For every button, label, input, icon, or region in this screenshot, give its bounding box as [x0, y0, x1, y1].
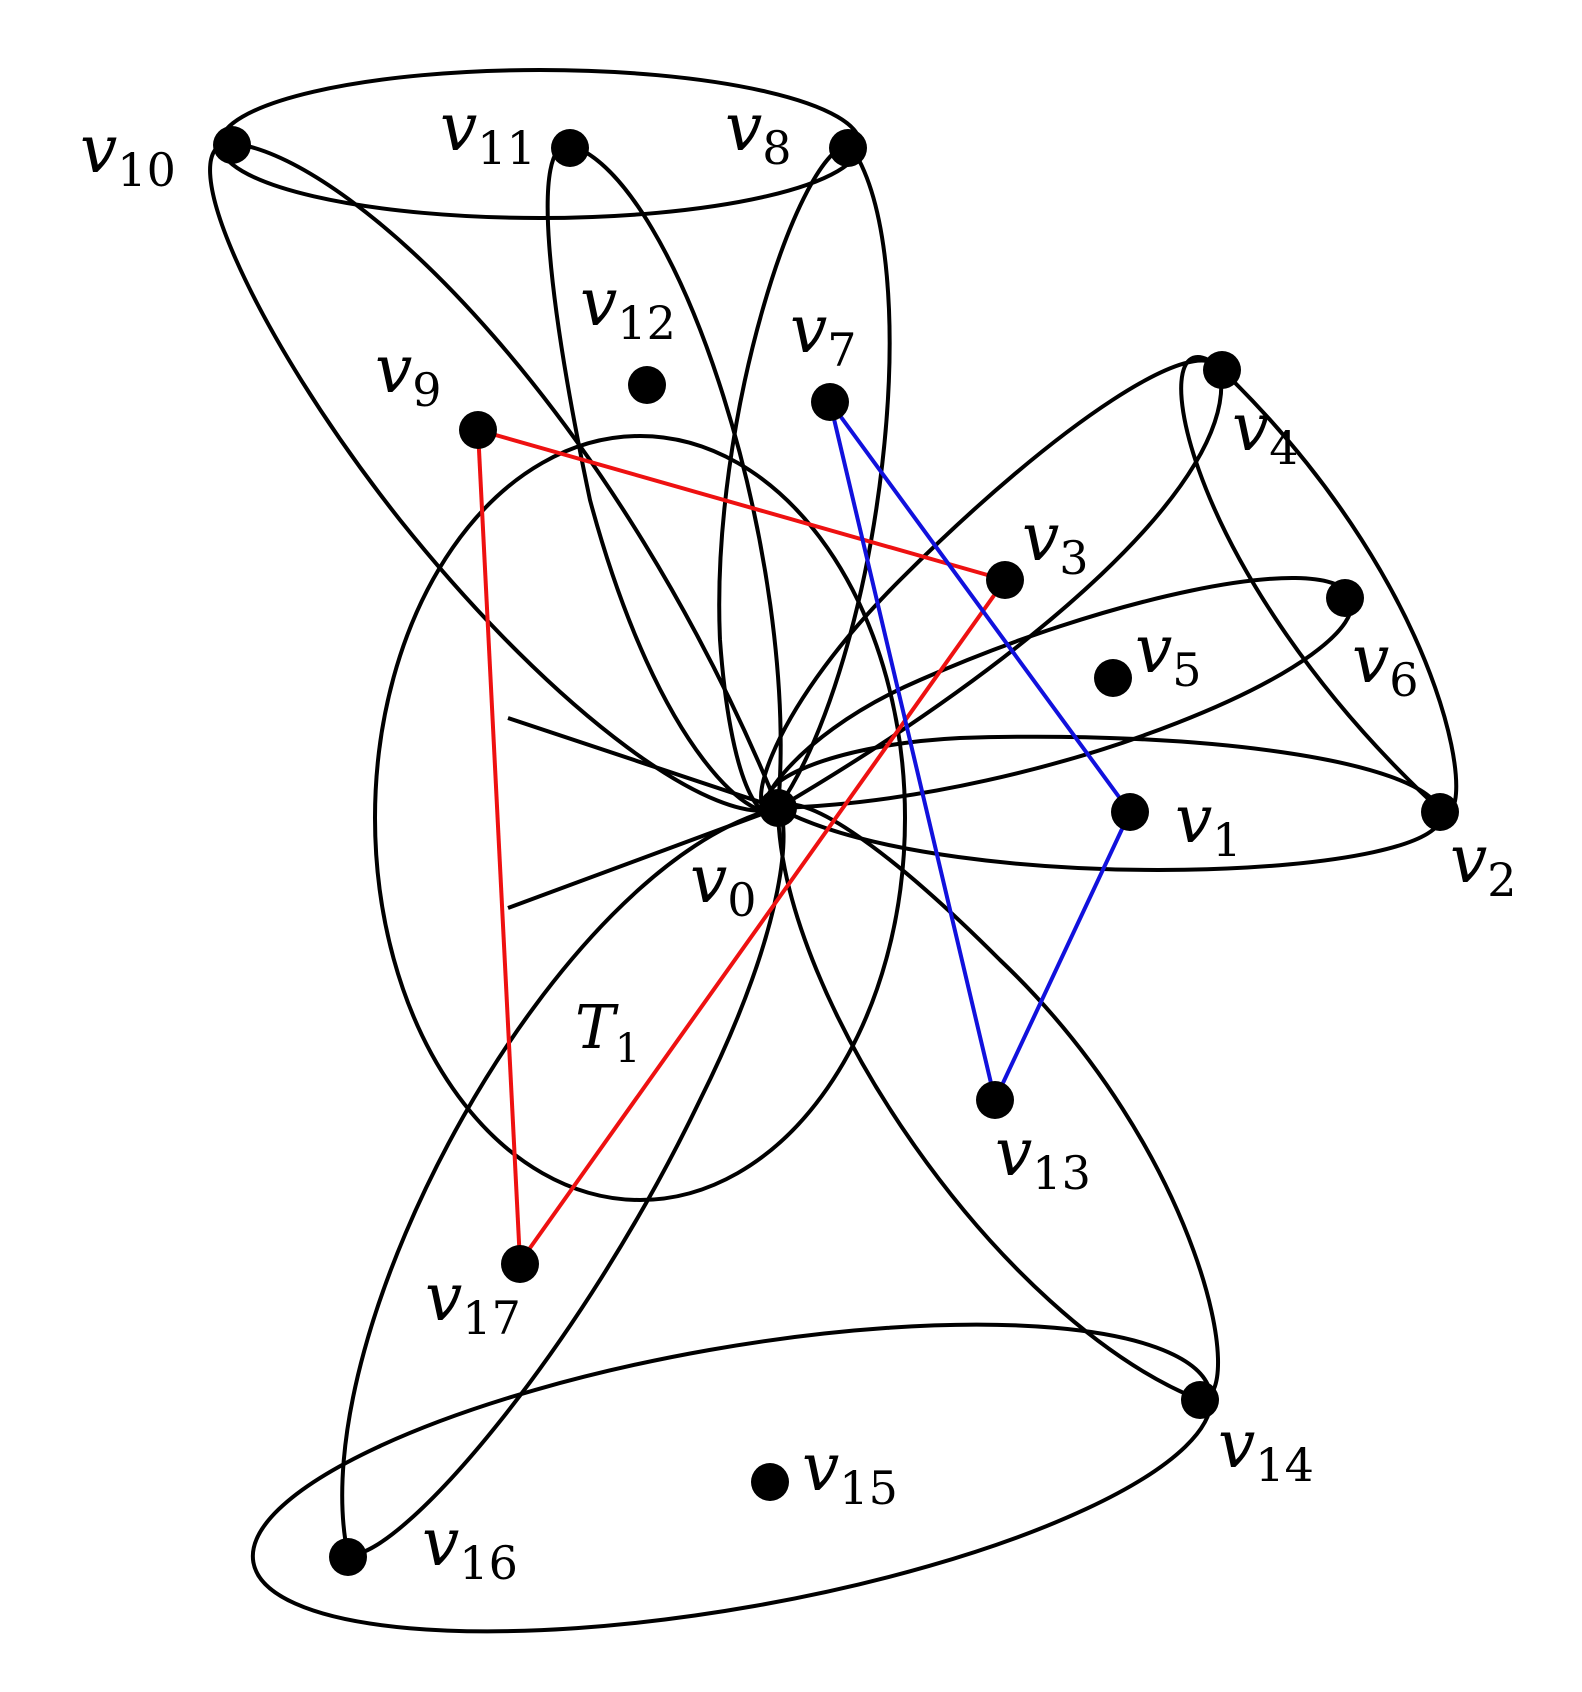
blue-path: [828, 400, 1132, 1101]
vertex-v14: [1181, 1381, 1219, 1419]
labels: v0 v1 v2 v3 v4 v5 v6 v7 v8 v9 v10 v11 v1…: [80, 89, 1517, 1590]
vertex-v2: [1421, 793, 1459, 831]
vertex-v9: [459, 411, 497, 449]
label-v17: v17: [425, 1259, 521, 1345]
blue-edge-v1-v13: [993, 811, 1132, 1101]
vertex-v12: [628, 366, 666, 404]
label-v12: v12: [580, 264, 676, 350]
label-v1: v1: [1175, 781, 1242, 867]
red-edge-v17-v9: [476, 429, 522, 1263]
vertex-v5: [1094, 659, 1132, 697]
label-v0: v0: [690, 841, 757, 927]
label-v5: v5: [1135, 611, 1202, 697]
vertex-v10: [213, 126, 251, 164]
label-v6: v6: [1352, 621, 1419, 707]
label-v13: v13: [995, 1114, 1091, 1200]
vertex-v17: [501, 1245, 539, 1283]
label-t1: T1: [575, 993, 640, 1072]
hyperedge-v0-v16: [340, 805, 786, 1558]
vertex-v0: [759, 789, 797, 827]
label-v3: v3: [1022, 499, 1089, 585]
vertex-v15: [751, 1463, 789, 1501]
hyperedge-v0-v14: [775, 802, 1221, 1403]
vertex-v16: [329, 1538, 367, 1576]
vertices: [213, 126, 1459, 1576]
vertex-v4: [1203, 351, 1241, 389]
label-v9: v9: [375, 331, 442, 417]
hyperedge-v0-v10: [208, 140, 781, 813]
vertex-v3: [986, 561, 1024, 599]
blue-edge-v13-v7: [828, 401, 997, 1101]
label-v15: v15: [802, 1429, 898, 1515]
hyperedges: [208, 68, 1459, 1634]
red-edge-v9-v3: [477, 428, 1006, 582]
hyperedge-v0-v4: [759, 358, 1224, 813]
label-v4: v4: [1232, 389, 1299, 475]
edge-v0-left-lower: [507, 806, 779, 910]
blue-edge-v7-v1: [828, 400, 1132, 814]
label-v10: v10: [80, 111, 176, 197]
hyperedge-v0-v11: [545, 142, 783, 814]
red-edge-v3-v17: [518, 578, 1007, 1264]
label-v8: v8: [725, 89, 792, 175]
vertex-v8: [829, 129, 867, 167]
label-v11: v11: [440, 89, 536, 175]
hyperedge-t1-ellipse: [373, 434, 907, 1202]
label-v16: v16: [422, 1504, 518, 1590]
vertex-v13: [976, 1081, 1014, 1119]
hyperedge-v0-v2: [766, 734, 1444, 872]
edge-v0-left-upper: [507, 716, 779, 810]
hyperedge-v0-v8: [717, 142, 892, 815]
label-v2: v2: [1450, 821, 1517, 907]
hyperedge-v0-v6: [762, 576, 1354, 814]
vertex-v1: [1111, 793, 1149, 831]
vertex-v7: [811, 383, 849, 421]
vertex-v11: [551, 129, 589, 167]
red-path: [476, 428, 1007, 1264]
vertex-v6: [1326, 579, 1364, 617]
hyperedge-v4-v2: [1179, 355, 1459, 815]
label-v14: v14: [1218, 1406, 1314, 1492]
label-v7: v7: [790, 291, 857, 377]
